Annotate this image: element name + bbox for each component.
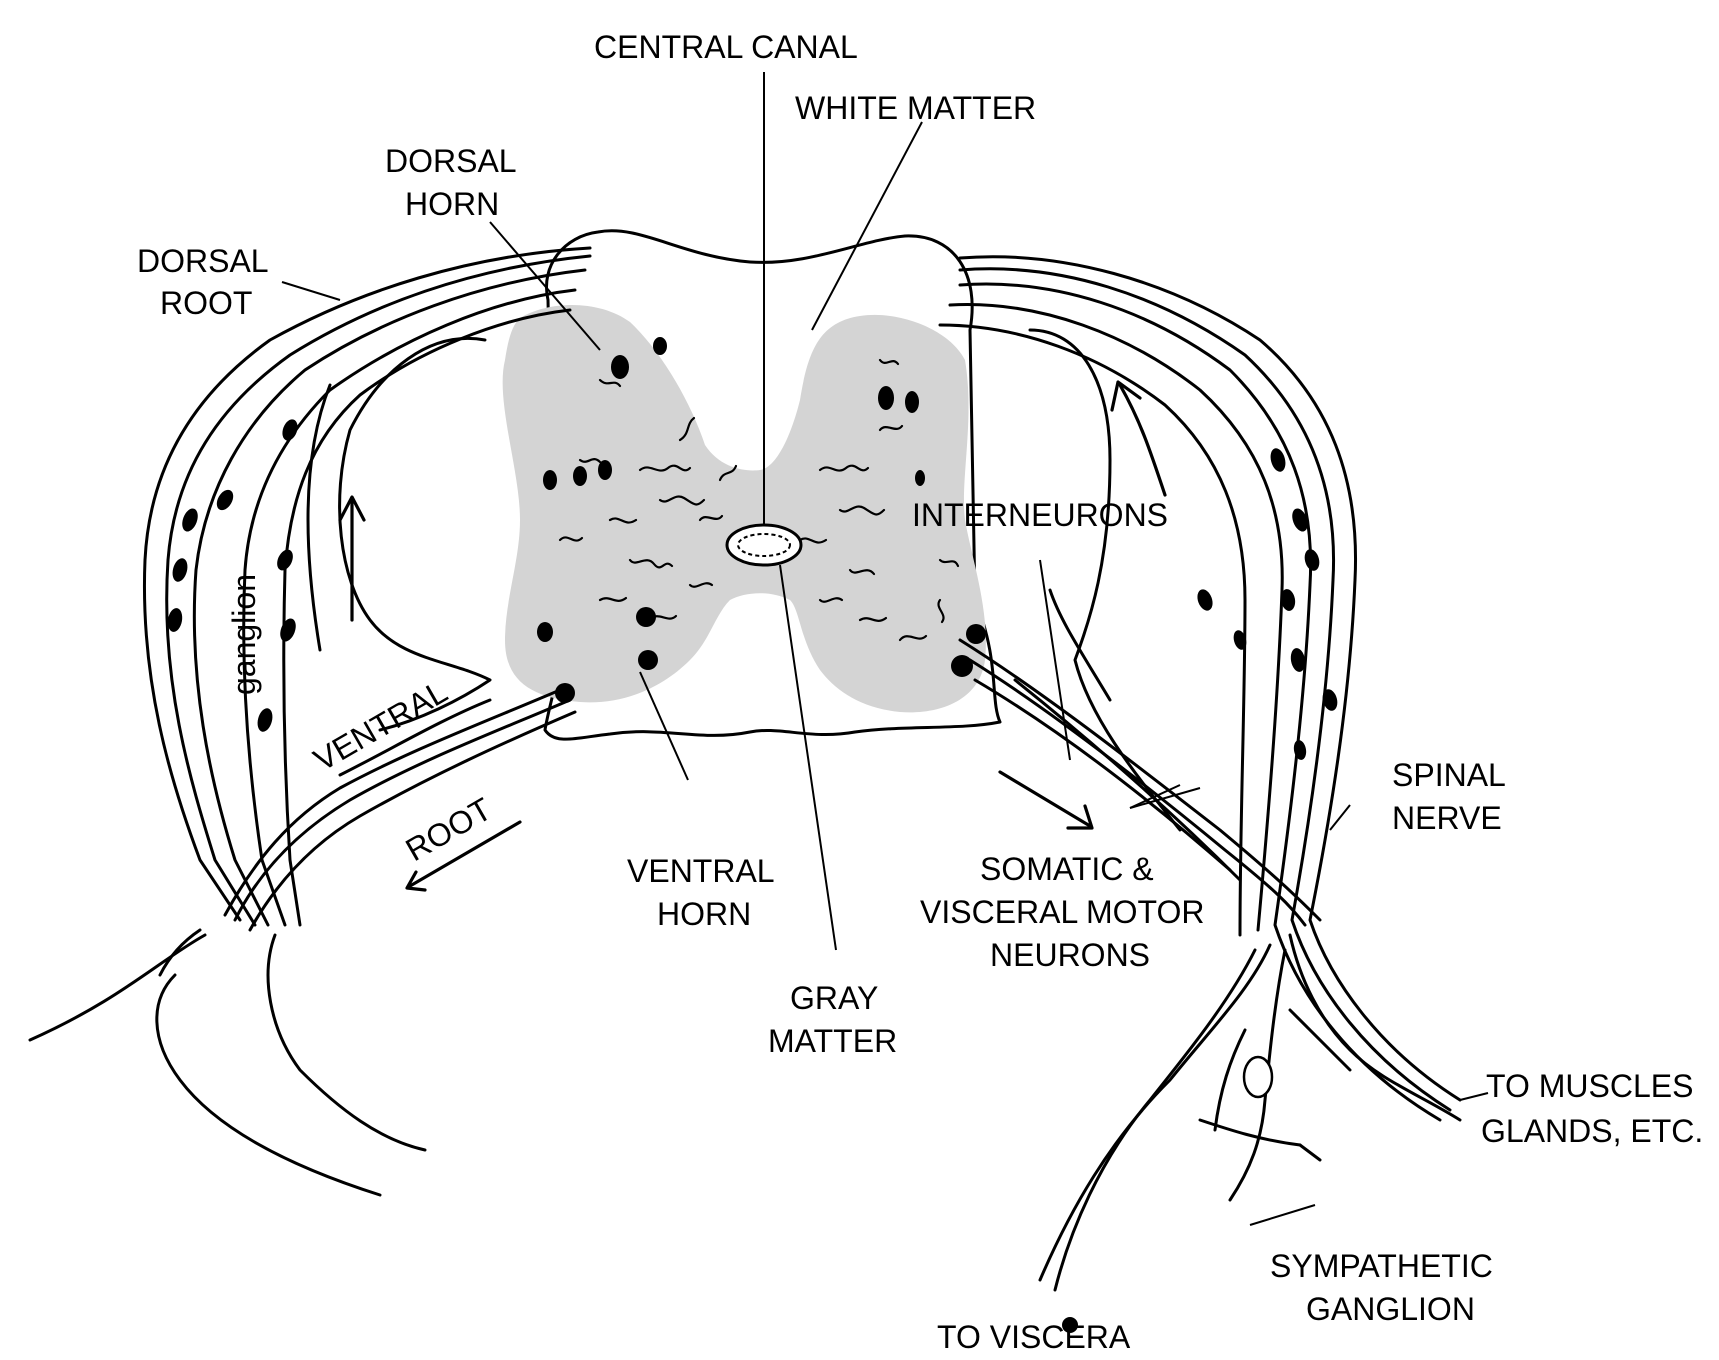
label-gray-matter-2: MATTER — [768, 1023, 897, 1059]
spinal-cord-outline — [543, 229, 1002, 741]
label-to-muscles-2: GLANDS, ETC. — [1481, 1113, 1703, 1149]
left-ganglion-cells — [167, 419, 298, 732]
gray-matter-neurons — [537, 337, 986, 703]
left-afferent-arrow — [338, 495, 366, 622]
right-dorsal-root — [938, 255, 1462, 1122]
right-ventral-root — [958, 638, 1322, 927]
ventral-root-arrow — [405, 820, 522, 892]
label-dorsal-horn-1: DORSAL — [385, 143, 517, 179]
label-spinal-nerve-1: SPINAL — [1392, 757, 1506, 793]
label-central-canal: CENTRAL CANAL — [594, 29, 858, 65]
gray-matter-shape — [502, 304, 986, 713]
label-ventral-horn-2: HORN — [657, 896, 751, 932]
left-lower-nerve — [28, 928, 427, 1197]
label-spinal-nerve-2: NERVE — [1392, 800, 1502, 836]
label-ventral-root-1: VENTRAL — [308, 673, 454, 778]
label-motor-neurons-3: NEURONS — [990, 937, 1150, 973]
label-ganglion: ganglion — [226, 574, 262, 695]
label-motor-neurons-2: VISCERAL MOTOR — [920, 894, 1205, 930]
label-dorsal-root-1: DORSAL — [137, 243, 269, 279]
right-afferent-arrow — [1110, 380, 1167, 497]
label-sympathetic-ganglion-2: GANGLION — [1306, 1291, 1475, 1327]
efferent-arrow — [998, 770, 1094, 830]
sympathetic-ganglion-shape — [1242, 1055, 1274, 1099]
central-canal-shape — [725, 523, 803, 567]
label-ventral-horn-1: VENTRAL — [627, 853, 775, 889]
label-to-viscera: TO VISCERA — [937, 1319, 1131, 1355]
label-ventral-root-2: ROOT — [400, 791, 498, 868]
left-ventral-root — [223, 688, 577, 932]
right-ganglion-cells — [1062, 448, 1338, 1333]
leader-lines — [281, 72, 1489, 1226]
label-motor-neurons-1: SOMATIC & — [980, 851, 1154, 887]
label-white-matter: WHITE MATTER — [795, 90, 1036, 126]
label-dorsal-horn-2: HORN — [405, 186, 499, 222]
label-sympathetic-ganglion-1: SYMPATHETIC — [1270, 1248, 1493, 1284]
label-dorsal-root-2: ROOT — [160, 285, 252, 321]
right-lower-nerve — [1038, 933, 1462, 1292]
left-dorsal-root — [142, 246, 592, 927]
label-to-muscles-1: TO MUSCLES — [1486, 1068, 1693, 1104]
label-gray-matter-1: GRAY — [790, 980, 878, 1016]
left-ventral-loop — [306, 337, 492, 732]
label-interneurons: INTERNEURONS — [912, 497, 1168, 533]
interneuron-fibers — [558, 358, 960, 642]
